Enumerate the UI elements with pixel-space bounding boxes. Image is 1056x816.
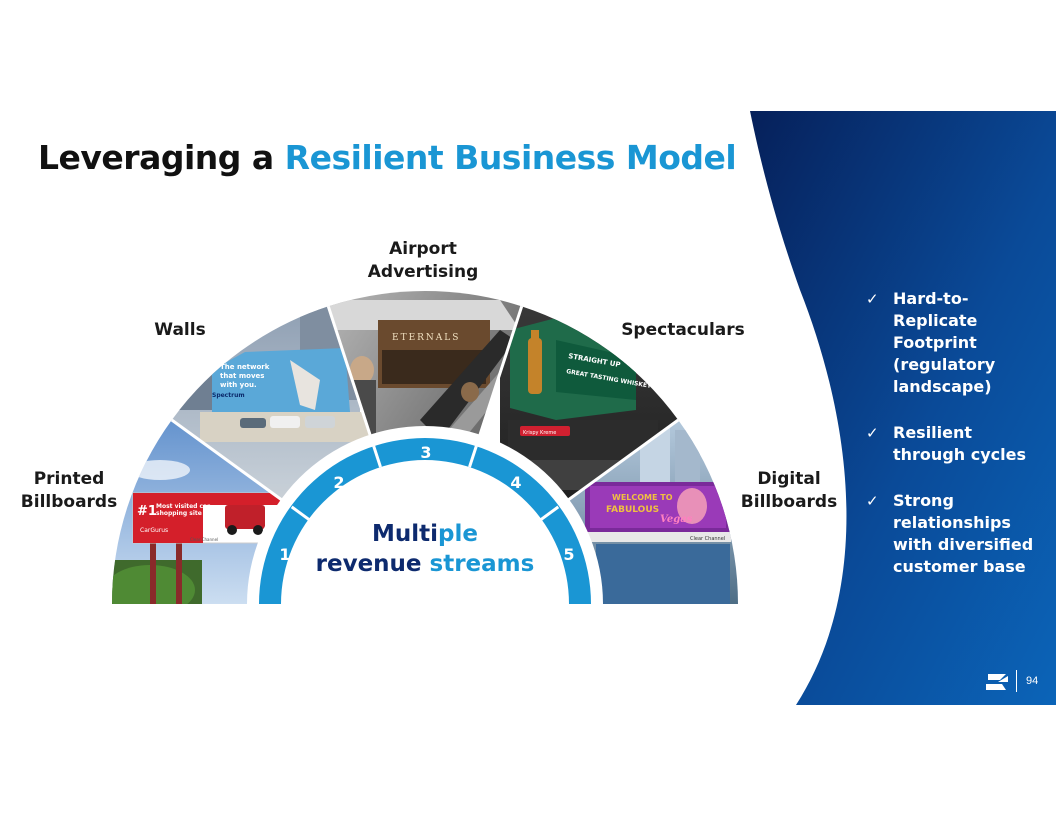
label-digital-line1: Digital: [757, 469, 821, 489]
center-word-ple: ple: [438, 521, 478, 547]
ring-dividers: [290, 445, 560, 522]
ring-numbers: 1 2 3 4 5: [279, 443, 574, 564]
bullet-text: Strong relationships with diversified cu…: [893, 491, 1034, 576]
ring-number-5: 5: [563, 545, 574, 564]
digital-sign-1: WELCOME TO: [612, 493, 673, 502]
bullet-item: ✓ Strong relationships with diversified …: [866, 490, 1046, 578]
company-logo-icon: [986, 674, 1008, 690]
footer-divider: [1016, 670, 1017, 692]
ring-number-1: 1: [279, 545, 290, 564]
printed-ad-text-1: Most visited car: [156, 503, 210, 510]
bullet-item: ✓ Hard-to-Replicate Footprint (regulator…: [866, 288, 1046, 398]
bullet-list: ✓ Hard-to-Replicate Footprint (regulator…: [866, 288, 1046, 602]
title-prefix: Leveraging a: [38, 138, 274, 177]
bullet-item: ✓ Resilient through cycles: [866, 422, 1046, 466]
center-line2: revenue streams: [300, 549, 550, 579]
check-icon: ✓: [866, 290, 879, 308]
ring-number-4: 4: [510, 473, 521, 492]
walls-mural-1: The network: [220, 363, 270, 371]
label-printed-billboards: Printed Billboards: [14, 468, 124, 514]
number-ring: [259, 438, 591, 604]
digital-footer: Clear Channel: [690, 536, 725, 542]
title-accent: Resilient Business Model: [284, 138, 737, 177]
center-line1: Multiple: [300, 519, 550, 549]
center-word-multi: Multi: [372, 521, 439, 547]
label-digital-billboards: Digital Billboards: [734, 468, 844, 514]
walls-mural-2: that moves: [220, 372, 264, 380]
label-printed-line1: Printed: [33, 469, 105, 489]
walls-brand: Spectrum: [212, 392, 245, 399]
printed-ad-footer: Clear Channel: [190, 537, 218, 542]
bullet-text: Resilient through cycles: [893, 423, 1026, 464]
label-spectaculars: Spectaculars: [621, 320, 745, 340]
label-airport-advertising: Airport Advertising: [358, 238, 488, 284]
label-digital-line2: Billboards: [740, 492, 838, 512]
label-walls: Walls: [154, 320, 206, 340]
center-word-revenue: revenue: [315, 551, 430, 577]
bullet-text: Hard-to-Replicate Footprint (regulatory …: [893, 289, 996, 396]
center-word-streams: streams: [429, 551, 535, 577]
walls-mural-3: with you.: [220, 381, 257, 389]
label-airport-line1: Airport: [389, 239, 457, 259]
ring-number-2: 2: [333, 473, 344, 492]
airport-poster-text: ETERNALS: [392, 333, 460, 343]
ring-number-3: 3: [420, 443, 431, 462]
digital-sign-script: Vegas: [660, 514, 693, 525]
printed-ad-rank: #1: [137, 504, 157, 519]
page-number: 94: [1026, 675, 1039, 687]
printed-ad-brand: CarGurus: [140, 527, 168, 534]
check-icon: ✓: [866, 492, 879, 510]
center-caption: Multiple revenue streams: [300, 519, 550, 579]
label-airport-line2: Advertising: [367, 262, 479, 282]
printed-ad-text-2: shopping site: [156, 510, 202, 517]
label-printed-line2: Billboards: [20, 492, 118, 512]
spec-store-sign: Krispy Kreme: [523, 430, 556, 436]
slide-title: Leveraging a Resilient Business Model: [38, 138, 737, 177]
digital-sign-2: FABULOUS: [606, 505, 659, 515]
side-panel: [750, 111, 1056, 705]
check-icon: ✓: [866, 424, 879, 442]
